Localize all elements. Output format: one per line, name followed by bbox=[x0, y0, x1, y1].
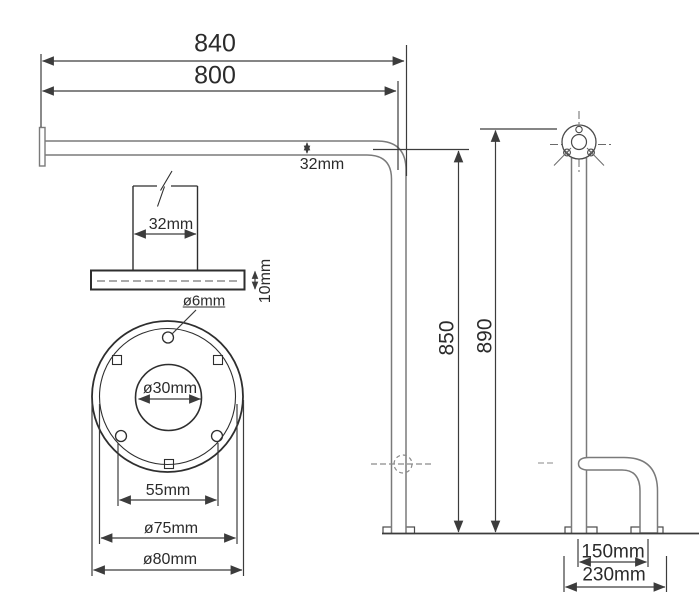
dim-30-label: ø30mm bbox=[142, 380, 198, 397]
dim-150-label: 150mm bbox=[581, 541, 645, 563]
flange-section-detail bbox=[90, 170, 246, 291]
flange-screw-left bbox=[563, 148, 571, 157]
dim-80-label: ø80mm bbox=[142, 551, 198, 568]
break-mark bbox=[156, 170, 173, 207]
flange-screw-top bbox=[575, 125, 583, 134]
dim-800-label: 800 bbox=[194, 61, 236, 90]
dim-840-label: 840 bbox=[194, 29, 236, 58]
flange-screw-right bbox=[587, 148, 595, 157]
dim-6-label: ø6mm bbox=[182, 292, 226, 310]
dim-75-label: ø75mm bbox=[143, 520, 199, 537]
side-view bbox=[538, 111, 664, 535]
dim-890-label: 890 bbox=[473, 318, 497, 354]
tab-upper-right bbox=[212, 354, 224, 366]
screw-hole-right bbox=[210, 429, 224, 443]
leader-6mm bbox=[171, 309, 197, 335]
front-view bbox=[38, 126, 433, 535]
tab-bottom bbox=[163, 458, 175, 470]
dimensions bbox=[40, 45, 668, 592]
screw-hole-left bbox=[114, 429, 128, 443]
bar-inner-edge bbox=[44, 154, 393, 533]
dim-10-label: 10mm bbox=[257, 258, 274, 304]
floor-support-tube bbox=[577, 456, 659, 534]
dim-32-detail-label: 32mm bbox=[148, 216, 194, 233]
flange-diag-left bbox=[553, 147, 572, 166]
dim-230-label: 230mm bbox=[582, 564, 646, 586]
tab-upper-left bbox=[111, 354, 123, 366]
hidden-branch-indicator bbox=[371, 454, 433, 474]
dim-850-label: 850 bbox=[435, 320, 459, 356]
dim-55-label: 55mm bbox=[145, 482, 191, 499]
center-hole bbox=[134, 363, 203, 432]
screw-hole-top bbox=[161, 331, 175, 344]
bar-outer-edge bbox=[44, 140, 407, 533]
dim-32-bar-label: 32mm bbox=[299, 156, 345, 173]
flange-diag-right bbox=[586, 147, 605, 166]
flange-plate-section bbox=[90, 269, 246, 291]
flange-tube-bore bbox=[570, 133, 588, 151]
flange-outer-circle bbox=[561, 124, 597, 160]
flange-inner-rim bbox=[98, 327, 237, 466]
wall-plate bbox=[38, 126, 46, 167]
top-flange-end-view bbox=[550, 111, 612, 172]
